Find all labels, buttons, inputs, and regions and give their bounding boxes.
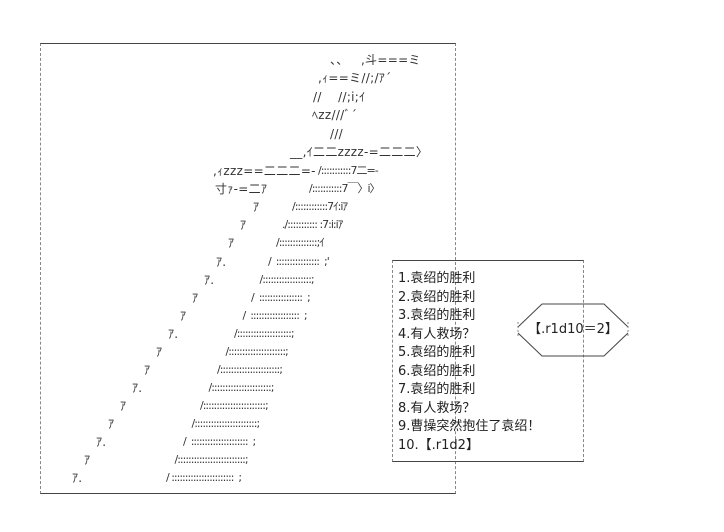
ascii-art-line: / ::::::::::::::::::::::: ; (166, 471, 242, 484)
list-item: 1.袁绍的胜利 (398, 271, 476, 286)
ascii-art-line: /:::::::::::::::::::::; (225, 345, 289, 358)
ascii-art-line: ｱ (253, 200, 260, 214)
ascii-art-line: ｱ. (204, 273, 215, 287)
ascii-art-line: /:::::::::::::::::::::::::; (174, 453, 249, 466)
list-item: 10.【.r1d2】 (398, 437, 479, 453)
dice-result-badge: 【.r1d10＝2】 (516, 303, 630, 357)
ascii-art-line: /::::::::::::7ｲ:iｱ (292, 200, 348, 213)
ascii-art-line: / :::::::::::::::: ; (251, 291, 311, 304)
ascii-art-line: ｱ. (168, 327, 179, 341)
ascii-art-line: // //;i;ｲ (313, 90, 366, 104)
dice-result-text: 【.r1d10＝2】 (528, 322, 618, 337)
art-frame (40, 43, 456, 494)
ascii-art-line: /:::::::::::7￣〉i〉 (309, 182, 381, 195)
ascii-art-line: ｱ. (72, 471, 83, 485)
ascii-art-line: ｱ (108, 417, 115, 431)
ascii-art-line: ｱ (84, 453, 91, 467)
ascii-art-line: /:::::::::::::::::::::::; (191, 417, 261, 430)
ascii-art-line: /::::::::::::::;ｲ (276, 236, 325, 249)
ascii-art-line: __,ｲ二二zzzz-=二二二〉 (290, 145, 429, 159)
ascii-art-line: ./::::::::::: :7:i:iｱ (282, 218, 343, 231)
ascii-art-line: / ::::::::::::::::::::: ; (183, 435, 256, 448)
ascii-art-line: /:::::::::::7二=- (318, 164, 379, 177)
ascii-art-line: ｱ (240, 218, 247, 232)
list-item: 3.袁绍的胜利 (398, 308, 476, 323)
ascii-art-line: ｱ (120, 399, 127, 413)
ascii-art-line: ｱ (156, 345, 163, 359)
ascii-art-line: /:::::::::::::::::::::::; (200, 399, 269, 412)
ascii-art-line: /::::::::::::::::::::::; (217, 363, 283, 376)
ascii-art-line: / :::::::::::::::::: ; (242, 309, 308, 322)
ascii-art-line: / :::::::::::::::: ;' (268, 255, 330, 268)
list-item: 5.袁绍的胜利 (398, 345, 476, 360)
list-item: 9.曹操突然抱住了袁绍！ (398, 419, 541, 434)
list-item: 7.袁绍的胜利 (398, 382, 476, 397)
ascii-art-line: 、、 ,斗===ミ (330, 53, 421, 67)
ascii-art-line: ,ｨzzz==二二二=- (213, 164, 316, 178)
ascii-art-line: ,ｨ==ミ//;/ｱ´ (318, 71, 392, 85)
list-item: 6.袁绍的胜利 (398, 363, 476, 379)
ascii-art-line: /// (330, 127, 344, 141)
ascii-art-line: ｱ (192, 291, 199, 305)
ascii-art-line: ｱ. (132, 381, 143, 395)
ascii-art-line: /::::::::::::::::::; (259, 273, 315, 286)
ascii-art-line: ｱ. (96, 435, 107, 449)
ascii-art-line: /::::::::::::::::::::; (234, 327, 295, 340)
list-item: 4.有人救场？ (398, 326, 476, 342)
ascii-art-line: ｱ (144, 363, 151, 377)
choice-list-box: 1.袁绍的胜利 2.袁绍的胜利 3.袁绍的胜利 4.有人救场？ 5.袁绍的胜利 … (392, 260, 584, 462)
list-item: 2.袁绍的胜利 (398, 289, 476, 305)
ascii-art-line: ｱ (180, 309, 187, 323)
ascii-art-line: ﾍzz///ﾞ´ (312, 108, 358, 122)
ascii-art-line: ｱ (228, 236, 235, 250)
ascii-art-line: /::::::::::::::::::::::; (208, 381, 275, 394)
ascii-art-line: ｱ. (216, 255, 227, 269)
list-item: 8.有人救场？ (398, 400, 476, 416)
ascii-art-line: 寸ｧ-=二ｱ (215, 182, 268, 196)
octagon-frame (517, 303, 629, 357)
